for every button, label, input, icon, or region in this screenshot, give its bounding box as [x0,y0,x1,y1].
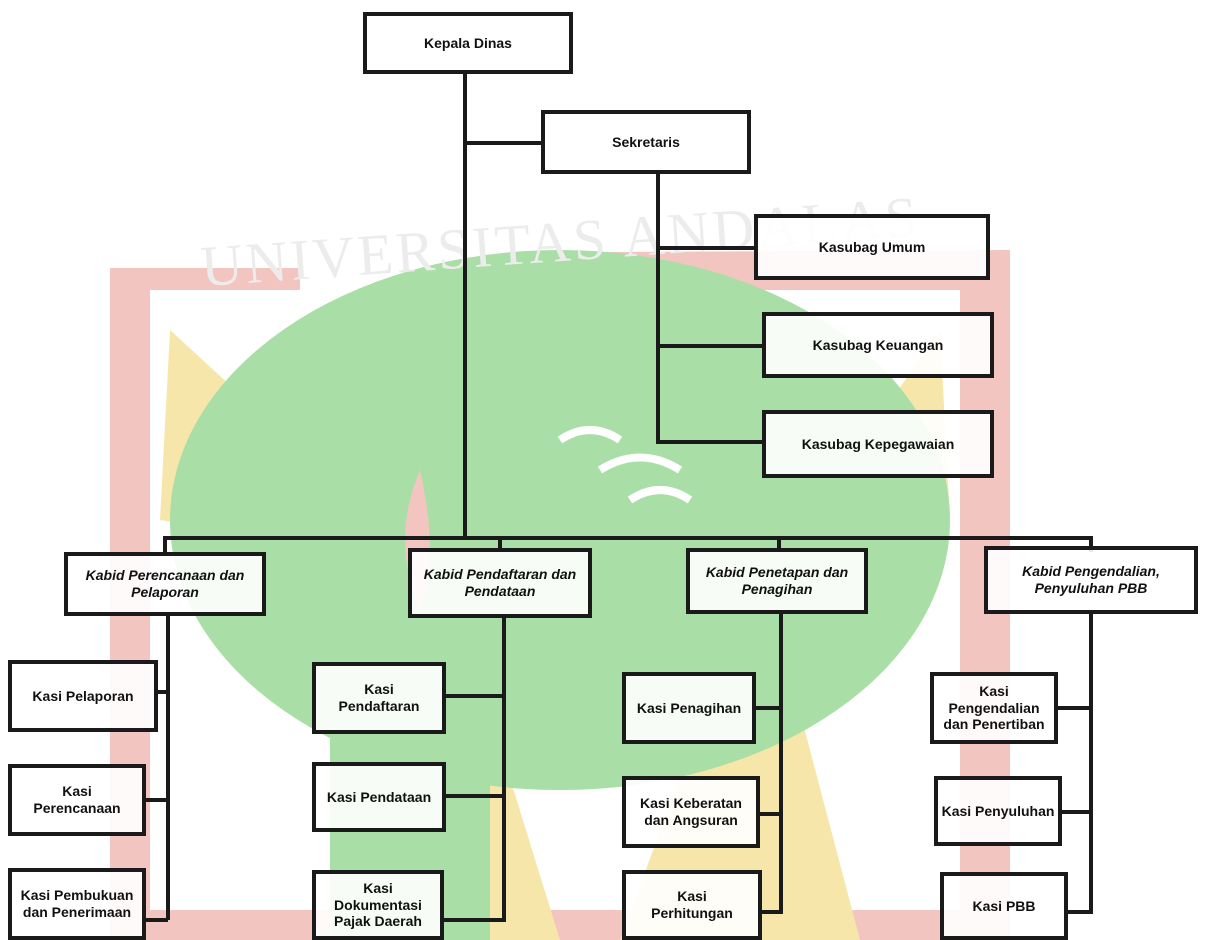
node-label: Kabid Pendaftaran dan Pendataan [423,566,577,599]
node-kasi-dokumentasi: Kasi Dokumentasi Pajak Daerah [312,870,444,940]
connector-line [144,798,168,802]
node-kasi-pendataan: Kasi Pendataan [312,762,446,832]
node-label: Kasi Perencanaan [33,783,121,816]
node-label: Kasi Keberatan dan Angsuran [640,795,742,828]
connector-line [1066,910,1092,914]
node-kasi-pengendalian: Kasi Pengendalian dan Penertiban [930,672,1058,744]
node-kasi-perhitungan: Kasi Perhitungan [622,870,762,940]
node-kasi-pbb: Kasi PBB [940,872,1068,940]
node-label: Kasi Pendataan [326,788,432,805]
node-label: Kabid Penetapan dan Penagihan [705,564,849,597]
connector-line [777,538,781,552]
node-label: Kasi Pendaftaran [338,681,420,714]
node-kasi-pelaporan: Kasi Pelaporan [8,660,158,732]
connector-line [760,910,782,914]
node-label: Kasi Pengendalian dan Penertiban [943,682,1045,733]
node-kabid-pengendalian: Kabid Pengendalian, Penyuluhan PBB [984,546,1198,614]
node-kasi-pembukuan: Kasi Pembukuan dan Penerimaan [8,868,146,940]
node-kasubag-keuangan: Kasubag Keuangan [762,312,994,378]
node-label: Sekretaris [612,133,680,150]
node-kasi-pendaftaran: Kasi Pendaftaran [312,662,446,734]
node-label: Kasi Pelaporan [32,687,134,704]
node-kasi-penyuluhan: Kasi Penyuluhan [934,776,1062,846]
connector-line [1089,612,1093,914]
node-label: Kasi PBB [972,897,1036,914]
connector-line [502,616,506,922]
connector-line [166,614,170,920]
connector-line [163,536,1093,540]
connector-line [442,918,504,922]
node-kasubag-umum: Kasubag Umum [754,214,990,280]
connector-line [758,812,782,816]
connector-line [1060,810,1092,814]
node-label: Kasi Pembukuan dan Penerimaan [20,887,134,920]
connector-line [754,706,782,710]
connector-line [1089,538,1093,552]
logo-arc-3 [627,486,693,504]
node-kabid-penetapan: Kabid Penetapan dan Penagihan [686,548,868,614]
node-kabid-pendaftaran: Kabid Pendaftaran dan Pendataan [408,548,592,618]
connector-line [660,344,764,348]
connector-line [498,538,502,552]
connector-line [444,694,504,698]
connector-line [1056,706,1092,710]
logo-rays-3 [160,330,420,560]
connector-line [467,141,543,145]
node-label: Kasubag Umum [818,238,926,255]
logo-arc-2 [597,453,683,474]
connector-line [156,690,168,694]
node-label: Kasi Perhitungan [651,888,733,921]
node-label: Kepala Dinas [424,34,512,51]
node-sekretaris: Sekretaris [541,110,751,174]
logo-arc-1 [557,426,623,444]
node-label: Kasi Penagihan [636,699,742,716]
connector-line [660,246,756,250]
node-label: Kabid Pengendalian, Penyuluhan PBB [1022,563,1160,596]
node-kasi-keberatan: Kasi Keberatan dan Angsuran [622,776,760,848]
connector-line [144,918,168,922]
node-label: Kasi Dokumentasi Pajak Daerah [334,879,422,930]
connector-line [444,794,504,798]
connector-line [779,612,783,914]
node-kasi-penagihan: Kasi Penagihan [622,672,756,744]
connector-line [660,440,764,444]
node-label: Kasi Penyuluhan [941,802,1055,819]
connector-line [163,538,167,556]
node-label: Kabid Perencanaan dan Pelaporan [85,567,245,600]
node-kabid-perencanaan: Kabid Perencanaan dan Pelaporan [64,552,266,616]
node-label: Kasubag Kepegawaian [801,435,955,452]
node-kepala-dinas: Kepala Dinas [363,12,573,74]
node-label: Kasubag Keuangan [812,336,944,353]
node-kasubag-kepegawaian: Kasubag Kepegawaian [762,410,994,478]
node-kasi-perencanaan: Kasi Perencanaan [8,764,146,836]
connector-line [656,172,660,444]
connector-line [463,70,467,540]
